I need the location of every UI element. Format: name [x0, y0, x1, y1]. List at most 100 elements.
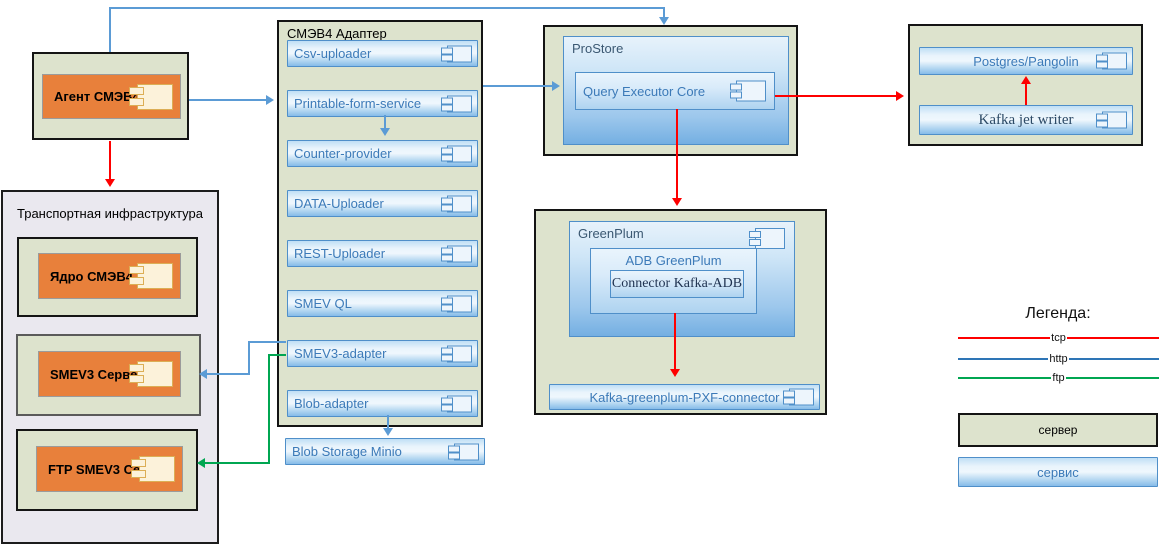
smev3-server-node: SMEV3 Сервер — [38, 351, 181, 397]
legend-line-http: http — [958, 353, 1159, 365]
prostore-title: ProStore — [572, 41, 624, 56]
transport-infrastructure-box: Транспортная инфраструктура Ядро СМЭВ4 S… — [1, 190, 219, 544]
component-icon — [441, 45, 472, 62]
arrowhead — [896, 91, 904, 101]
service-label: Blob-adapter — [294, 396, 369, 411]
legend-line-ftp: ftp — [958, 372, 1159, 384]
arrowhead — [197, 458, 205, 468]
legend-ftp-label: ftp — [1052, 372, 1065, 384]
legend-service-label: сервис — [1037, 464, 1079, 480]
http-line-into-prostore — [663, 7, 665, 19]
http-line-smev3-3 — [207, 373, 250, 375]
smev3-server-box: SMEV3 Сервер — [16, 334, 201, 416]
component-icon — [131, 456, 175, 482]
ftp-line-1 — [268, 354, 286, 356]
query-executor-core-label: Query Executor Core — [583, 83, 706, 99]
component-icon — [129, 83, 173, 110]
greenplum-title: GreenPlum — [578, 226, 644, 241]
tcp-line-adb-pxf — [674, 313, 676, 371]
ftp-smev3-server-node: FTP SMEV3 Сервер — [36, 446, 183, 492]
agent-node: Агент СМЭВ4 — [42, 74, 181, 119]
component-icon — [730, 80, 766, 102]
component-icon — [783, 388, 814, 406]
component-icon — [1096, 52, 1127, 70]
component-icon — [441, 195, 472, 212]
legend-tcp-label: tcp — [1051, 332, 1066, 344]
http-line-printable-counter — [384, 115, 386, 130]
service-smev3-adapter: SMEV3-adapter — [287, 340, 478, 367]
tcp-line-qec-greenplum — [676, 109, 678, 199]
http-line-blob-minio — [387, 415, 389, 430]
service-printable-form: Printable-form-service — [287, 90, 478, 117]
arrowhead — [105, 179, 115, 187]
ftp-line-2 — [268, 354, 270, 464]
component-icon — [441, 395, 472, 412]
agent-label: Агент СМЭВ4 — [54, 89, 140, 104]
kafka-greenplum-pxf-connector-node: Kafka-greenplum-PXF-connector — [549, 384, 820, 410]
prostore-server-box: ProStore Query Executor Core — [543, 25, 798, 156]
arrowhead — [383, 428, 393, 436]
connector-kafka-adb-label: Connector Kafka-ADB — [611, 276, 743, 291]
arrowhead — [672, 198, 682, 206]
http-line-adapter-prostore — [483, 85, 553, 87]
service-label: Printable-form-service — [294, 96, 422, 111]
yadro-server-box: Ядро СМЭВ4 — [17, 237, 198, 317]
kafka-greenplum-pxf-connector-label: Kafka-greenplum-PXF-connector — [589, 389, 780, 405]
tcp-line-kjw-postgres — [1025, 84, 1027, 105]
query-executor-core-node: Query Executor Core — [575, 72, 775, 110]
smev4-adapter-box: СМЭВ4 Адаптер Csv-uploader Printable-for… — [277, 20, 483, 427]
component-icon — [129, 263, 173, 289]
arrowhead — [670, 369, 680, 377]
transport-title: Транспортная инфраструктура — [17, 206, 203, 221]
component-icon — [1096, 111, 1127, 129]
legend-line-tcp: tcp — [958, 332, 1159, 344]
smev4-adapter-title: СМЭВ4 Адаптер — [287, 26, 387, 41]
arrowhead — [266, 95, 274, 105]
tcp-line-agent-transport — [109, 141, 111, 180]
service-label: Csv-uploader — [294, 46, 372, 61]
ftp-smev3-server-box: FTP SMEV3 Сервер — [16, 429, 198, 511]
arrowhead — [552, 81, 560, 91]
kafka-jet-writer-node: Kafka jet writer — [919, 105, 1133, 135]
service-smev-ql: SMEV QL — [287, 290, 478, 317]
adb-greenplum-node: ADB GreenPlum Connector Kafka-ADB — [590, 248, 757, 314]
agent-server-box: Агент СМЭВ4 — [32, 52, 189, 140]
service-label: DATA-Uploader — [294, 196, 384, 211]
service-label: Counter-provider — [294, 146, 392, 161]
http-line-agent-adapter — [189, 99, 267, 101]
legend-server-sample: сервер — [958, 413, 1158, 447]
component-icon — [441, 345, 472, 362]
legend-service-sample: сервис — [958, 457, 1158, 487]
http-line-smev3-1 — [248, 341, 286, 343]
kafka-jet-writer-label: Kafka jet writer — [978, 111, 1074, 128]
service-label: SMEV QL — [294, 296, 352, 311]
http-line-agent-up — [109, 7, 111, 52]
service-counter-provider: Counter-provider — [287, 140, 478, 167]
blob-storage-minio-node: Blob Storage Minio — [285, 438, 485, 465]
service-rest-uploader: REST-Uploader — [287, 240, 478, 267]
arrowhead — [1021, 76, 1031, 84]
legend-http-label: http — [1049, 353, 1068, 365]
component-icon — [129, 361, 173, 387]
component-icon — [441, 295, 472, 312]
component-icon — [448, 443, 479, 460]
postgres-pangolin-label: Postgres/Pangolin — [973, 53, 1079, 69]
yadro-smev4-label: Ядро СМЭВ4 — [50, 268, 134, 284]
ftp-line-3 — [205, 462, 270, 464]
arrowhead — [380, 128, 390, 136]
service-data-uploader: DATA-Uploader — [287, 190, 478, 217]
legend-server-label: сервер — [1038, 423, 1078, 437]
component-icon — [441, 245, 472, 262]
blob-storage-minio-label: Blob Storage Minio — [292, 444, 402, 459]
smev3-server-label: SMEV3 Сервер — [50, 366, 146, 382]
service-label: SMEV3-adapter — [294, 346, 387, 361]
tcp-line-qec-storage — [775, 95, 898, 97]
component-icon — [441, 145, 472, 162]
yadro-smev4-node: Ядро СМЭВ4 — [38, 253, 181, 299]
http-line-smev3-2 — [248, 341, 250, 375]
http-line-top — [109, 7, 665, 9]
service-csv-uploader: Csv-uploader — [287, 40, 478, 67]
adb-greenplum-label: ADB GreenPlum — [625, 253, 722, 268]
postgres-pangolin-node: Postgres/Pangolin — [919, 47, 1133, 75]
service-blob-adapter: Blob-adapter — [287, 390, 478, 417]
